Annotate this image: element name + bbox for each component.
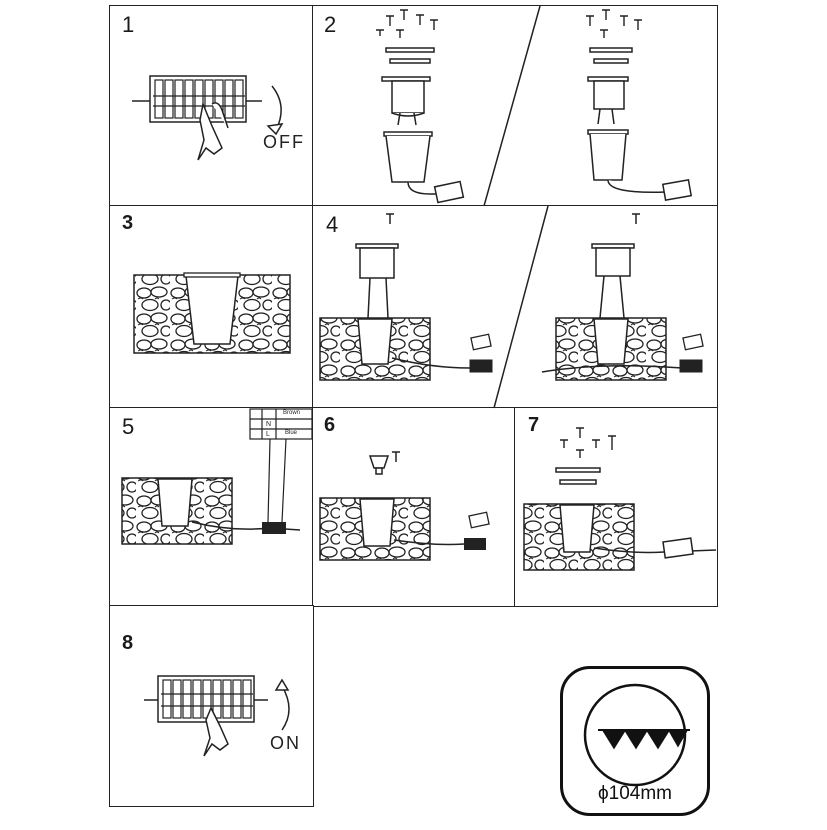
breaker-panel-on bbox=[144, 675, 268, 723]
curved-arrow-up-icon bbox=[274, 678, 290, 731]
step-3-number: 3 bbox=[122, 212, 134, 234]
step-2-panel bbox=[312, 5, 718, 207]
step-7-number: 7 bbox=[528, 414, 540, 436]
cutout-size-badge: ϕ104mm bbox=[560, 666, 710, 816]
step-1-number: 1 bbox=[122, 12, 135, 37]
wiring-blue-label: Blue bbox=[285, 430, 298, 436]
lamp-assembly-exploded-2 bbox=[587, 47, 693, 202]
step-4-number: 4 bbox=[326, 212, 339, 237]
step-6-number: 6 bbox=[324, 414, 336, 436]
step-8-number: 8 bbox=[122, 632, 134, 654]
hand-icon bbox=[197, 101, 229, 161]
wiring-brown-label: Brown bbox=[283, 410, 301, 416]
wiring-detail-callout bbox=[249, 408, 313, 523]
step-2-number: 2 bbox=[324, 12, 337, 37]
step-2-divider bbox=[483, 5, 541, 207]
screws-icon bbox=[376, 9, 438, 38]
step-5-number: 5 bbox=[122, 414, 135, 439]
hand-icon-2 bbox=[203, 706, 229, 757]
on-label: ON bbox=[270, 733, 301, 753]
lamp-insert-step4 bbox=[355, 213, 399, 319]
housing-in-ground bbox=[185, 275, 239, 345]
lamp-assembly-exploded bbox=[381, 47, 465, 204]
cutout-size-text: ϕ104mm bbox=[598, 783, 672, 804]
breaker-panel-off bbox=[132, 75, 262, 123]
step-4-divider bbox=[493, 205, 549, 409]
wiring-n-label: N bbox=[266, 421, 272, 428]
wiring-l-label: L bbox=[266, 431, 270, 438]
bulb-icon bbox=[368, 451, 400, 475]
off-label: OFF bbox=[263, 132, 305, 152]
curved-arrow-down-icon bbox=[266, 85, 284, 136]
cutout-diameter-icon bbox=[583, 683, 690, 787]
